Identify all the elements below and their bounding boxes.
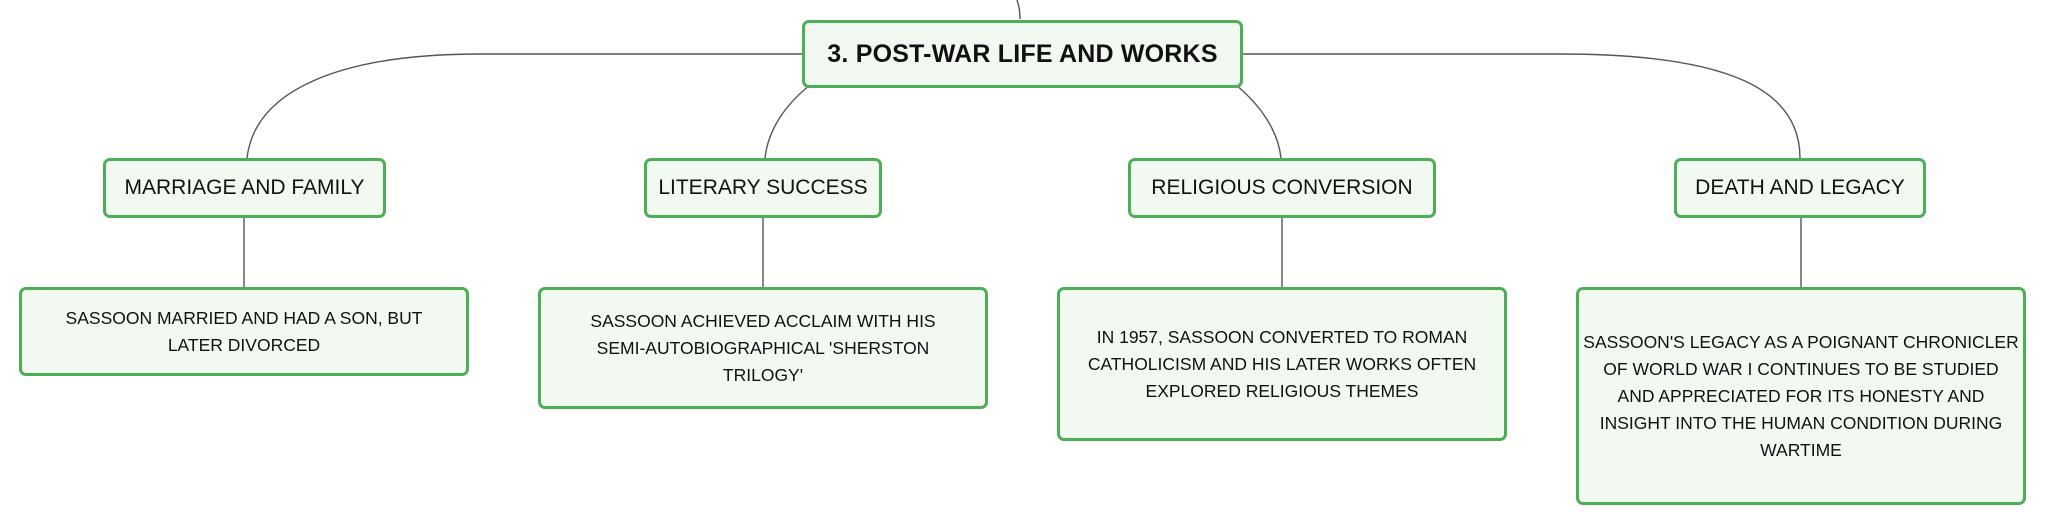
detail-text: SASSOON MARRIED AND HAD A SON, BUT LATER… [65, 307, 423, 355]
detail-text: SASSOON ACHIEVED ACCLAIM WITH HIS SEMI-A… [590, 310, 936, 385]
topic-label: LITERARY SUCCESS [658, 176, 868, 199]
root-label: 3. POST-WAR LIFE AND WORKS [827, 39, 1218, 68]
connector-parent [1016, 0, 1021, 20]
detail-node-literary-success[interactable]: SASSOON ACHIEVED ACCLAIM WITH HIS SEMI-A… [538, 287, 988, 409]
detail-node-religious-conversion[interactable]: IN 1957, SASSOON CONVERTED TO ROMAN CATH… [1057, 287, 1507, 441]
connector-root-death [1242, 53, 1801, 159]
topic-label: RELIGIOUS CONVERSION [1151, 176, 1413, 199]
detail-node-marriage-and-family[interactable]: SASSOON MARRIED AND HAD A SON, BUT LATER… [19, 287, 469, 376]
detail-text: SASSOON'S LEGACY AS A POIGNANT CHRONICLE… [1583, 331, 2019, 460]
detail-node-death-and-legacy[interactable]: SASSOON'S LEGACY AS A POIGNANT CHRONICLE… [1576, 287, 2026, 505]
connector-root-marriage [246, 53, 803, 159]
topic-node-death-and-legacy[interactable]: DEATH AND LEGACY [1674, 158, 1926, 218]
topic-node-literary-success[interactable]: LITERARY SUCCESS [644, 158, 882, 218]
connector-root-literary [764, 84, 811, 159]
topic-node-religious-conversion[interactable]: RELIGIOUS CONVERSION [1128, 158, 1436, 218]
topic-node-marriage-and-family[interactable]: MARRIAGE AND FAMILY [103, 158, 386, 218]
topic-label: DEATH AND LEGACY [1695, 176, 1905, 199]
topic-label: MARRIAGE AND FAMILY [124, 176, 365, 199]
root-node[interactable]: 3. POST-WAR LIFE AND WORKS [802, 20, 1243, 88]
connector-root-religious [1235, 84, 1282, 159]
detail-text: IN 1957, SASSOON CONVERTED TO ROMAN CATH… [1087, 326, 1477, 401]
